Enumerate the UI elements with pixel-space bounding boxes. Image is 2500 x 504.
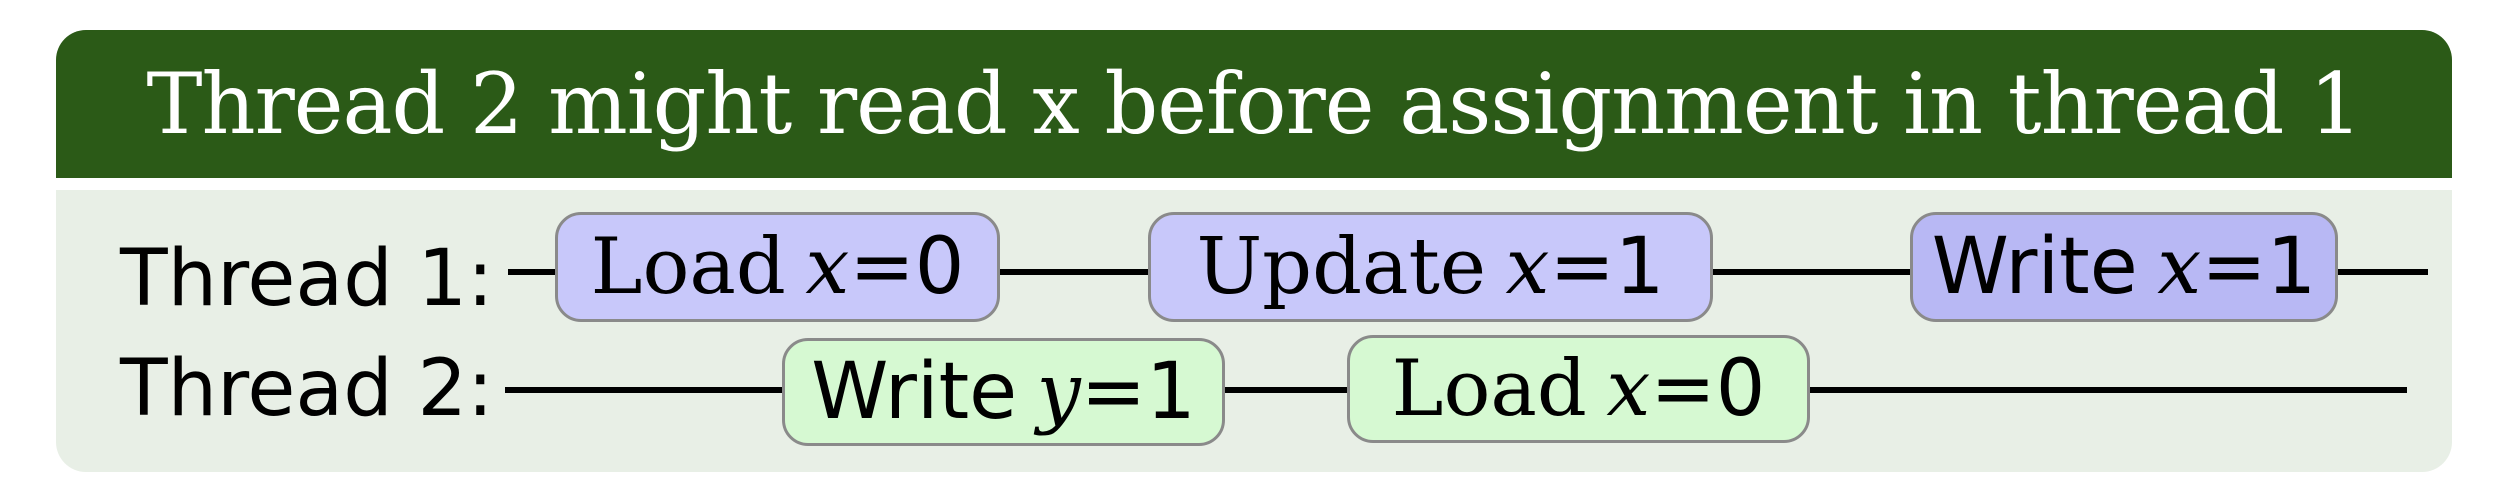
op-variable: x bbox=[1606, 344, 1651, 434]
thread-1-op-update: Update x=1 bbox=[1148, 212, 1713, 322]
diagram-title: Thread 2 might read x before assignment … bbox=[56, 30, 2452, 178]
op-equals: = bbox=[849, 222, 915, 312]
op-equals: = bbox=[1650, 344, 1716, 434]
op-word: Load bbox=[590, 222, 786, 312]
op-equals: = bbox=[2201, 222, 2267, 312]
op-variable: y bbox=[1036, 347, 1081, 437]
thread-1-op-load: Load x=0 bbox=[555, 212, 1000, 322]
op-equals: = bbox=[1080, 347, 1147, 437]
op-value: 0 bbox=[1715, 344, 1766, 434]
op-word: Update bbox=[1196, 222, 1487, 312]
thread-2-label: Thread 2: bbox=[120, 344, 494, 434]
thread-2-op-write: Write y=1 bbox=[782, 338, 1225, 446]
op-value: 1 bbox=[1146, 347, 1196, 437]
op-value: 1 bbox=[1614, 222, 1665, 312]
thread-1-label: Thread 1: bbox=[120, 234, 494, 324]
thread-1-op-write: Write x=1 bbox=[1910, 212, 2338, 322]
op-variable: x bbox=[805, 222, 850, 312]
op-word: Write bbox=[1931, 222, 2138, 312]
op-equals: = bbox=[1549, 222, 1615, 312]
op-word: Load bbox=[1391, 344, 1587, 434]
op-word: Write bbox=[811, 347, 1018, 437]
op-value: 1 bbox=[2266, 222, 2317, 312]
op-value: 0 bbox=[914, 222, 965, 312]
op-variable: x bbox=[2157, 222, 2202, 312]
thread-2-op-load: Load x=0 bbox=[1347, 335, 1810, 443]
op-variable: x bbox=[1505, 222, 1550, 312]
title-divider bbox=[56, 178, 2452, 190]
